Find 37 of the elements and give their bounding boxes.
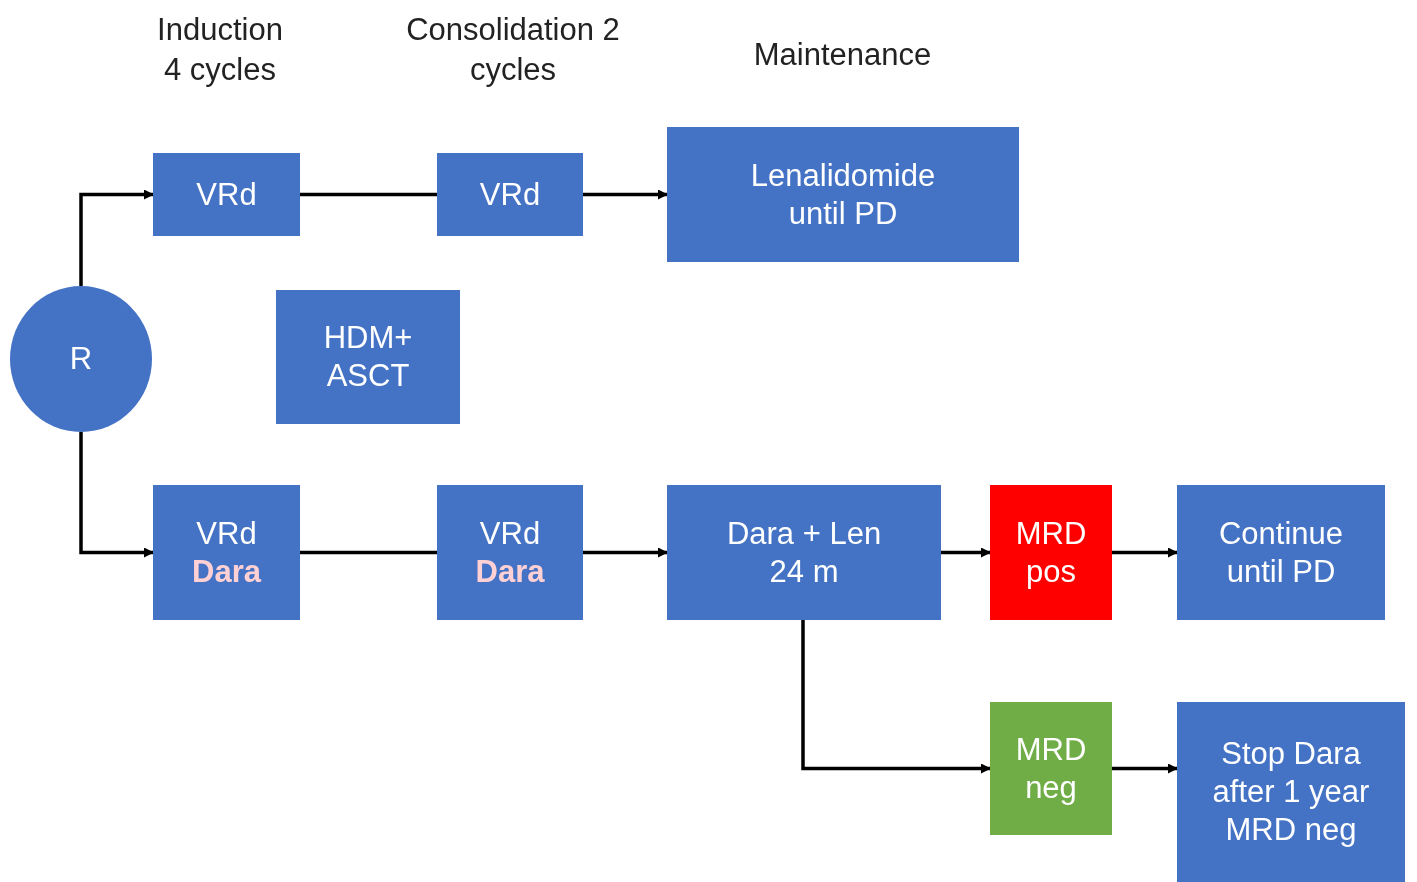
arrow: [79, 189, 154, 286]
node-text: R: [69, 340, 93, 378]
treatment-box: [1177, 702, 1405, 882]
node-text: 24 m: [769, 552, 839, 591]
node-text: Dara: [475, 552, 545, 591]
arrow: [1112, 763, 1178, 774]
treatment-box: [153, 485, 300, 620]
phase-heading: Consolidation 2 cycles: [405, 11, 621, 90]
node-text: Stop Dara after 1 year MRD neg: [1211, 735, 1371, 849]
node-text: MRD pos: [1014, 514, 1088, 591]
phase-heading: Induction 4 cycles: [156, 11, 284, 90]
treatment-box: [276, 290, 460, 424]
arrow: [801, 620, 991, 774]
treatment-box: [1177, 485, 1385, 620]
arrow: [583, 547, 668, 558]
treatment-box: [437, 485, 583, 620]
arrow: [941, 547, 991, 558]
node-text: Lenalidomide until PD: [749, 156, 937, 233]
node-text: VRd: [196, 175, 257, 214]
arrow: [79, 432, 154, 558]
phase-heading: Maintenance: [752, 36, 933, 74]
node-text: Dara + Len: [726, 514, 882, 553]
treatment-box: [667, 127, 1019, 262]
node-text: VRd: [479, 175, 541, 214]
treatment-box: [153, 153, 300, 236]
treatment-box: [667, 485, 941, 620]
node-text: MRD neg: [1014, 730, 1088, 807]
node-text: VRd: [196, 514, 257, 553]
node-text: HDM+ ASCT: [322, 319, 414, 395]
node-text: Continue until PD: [1217, 514, 1345, 591]
node-text: VRd: [479, 514, 541, 553]
node-text: Dara: [192, 552, 261, 591]
treatment-box: [990, 702, 1112, 835]
treatment-box: [437, 153, 583, 236]
arrow: [1112, 547, 1178, 558]
arrow: [583, 189, 668, 200]
treatment-box: [990, 485, 1112, 620]
